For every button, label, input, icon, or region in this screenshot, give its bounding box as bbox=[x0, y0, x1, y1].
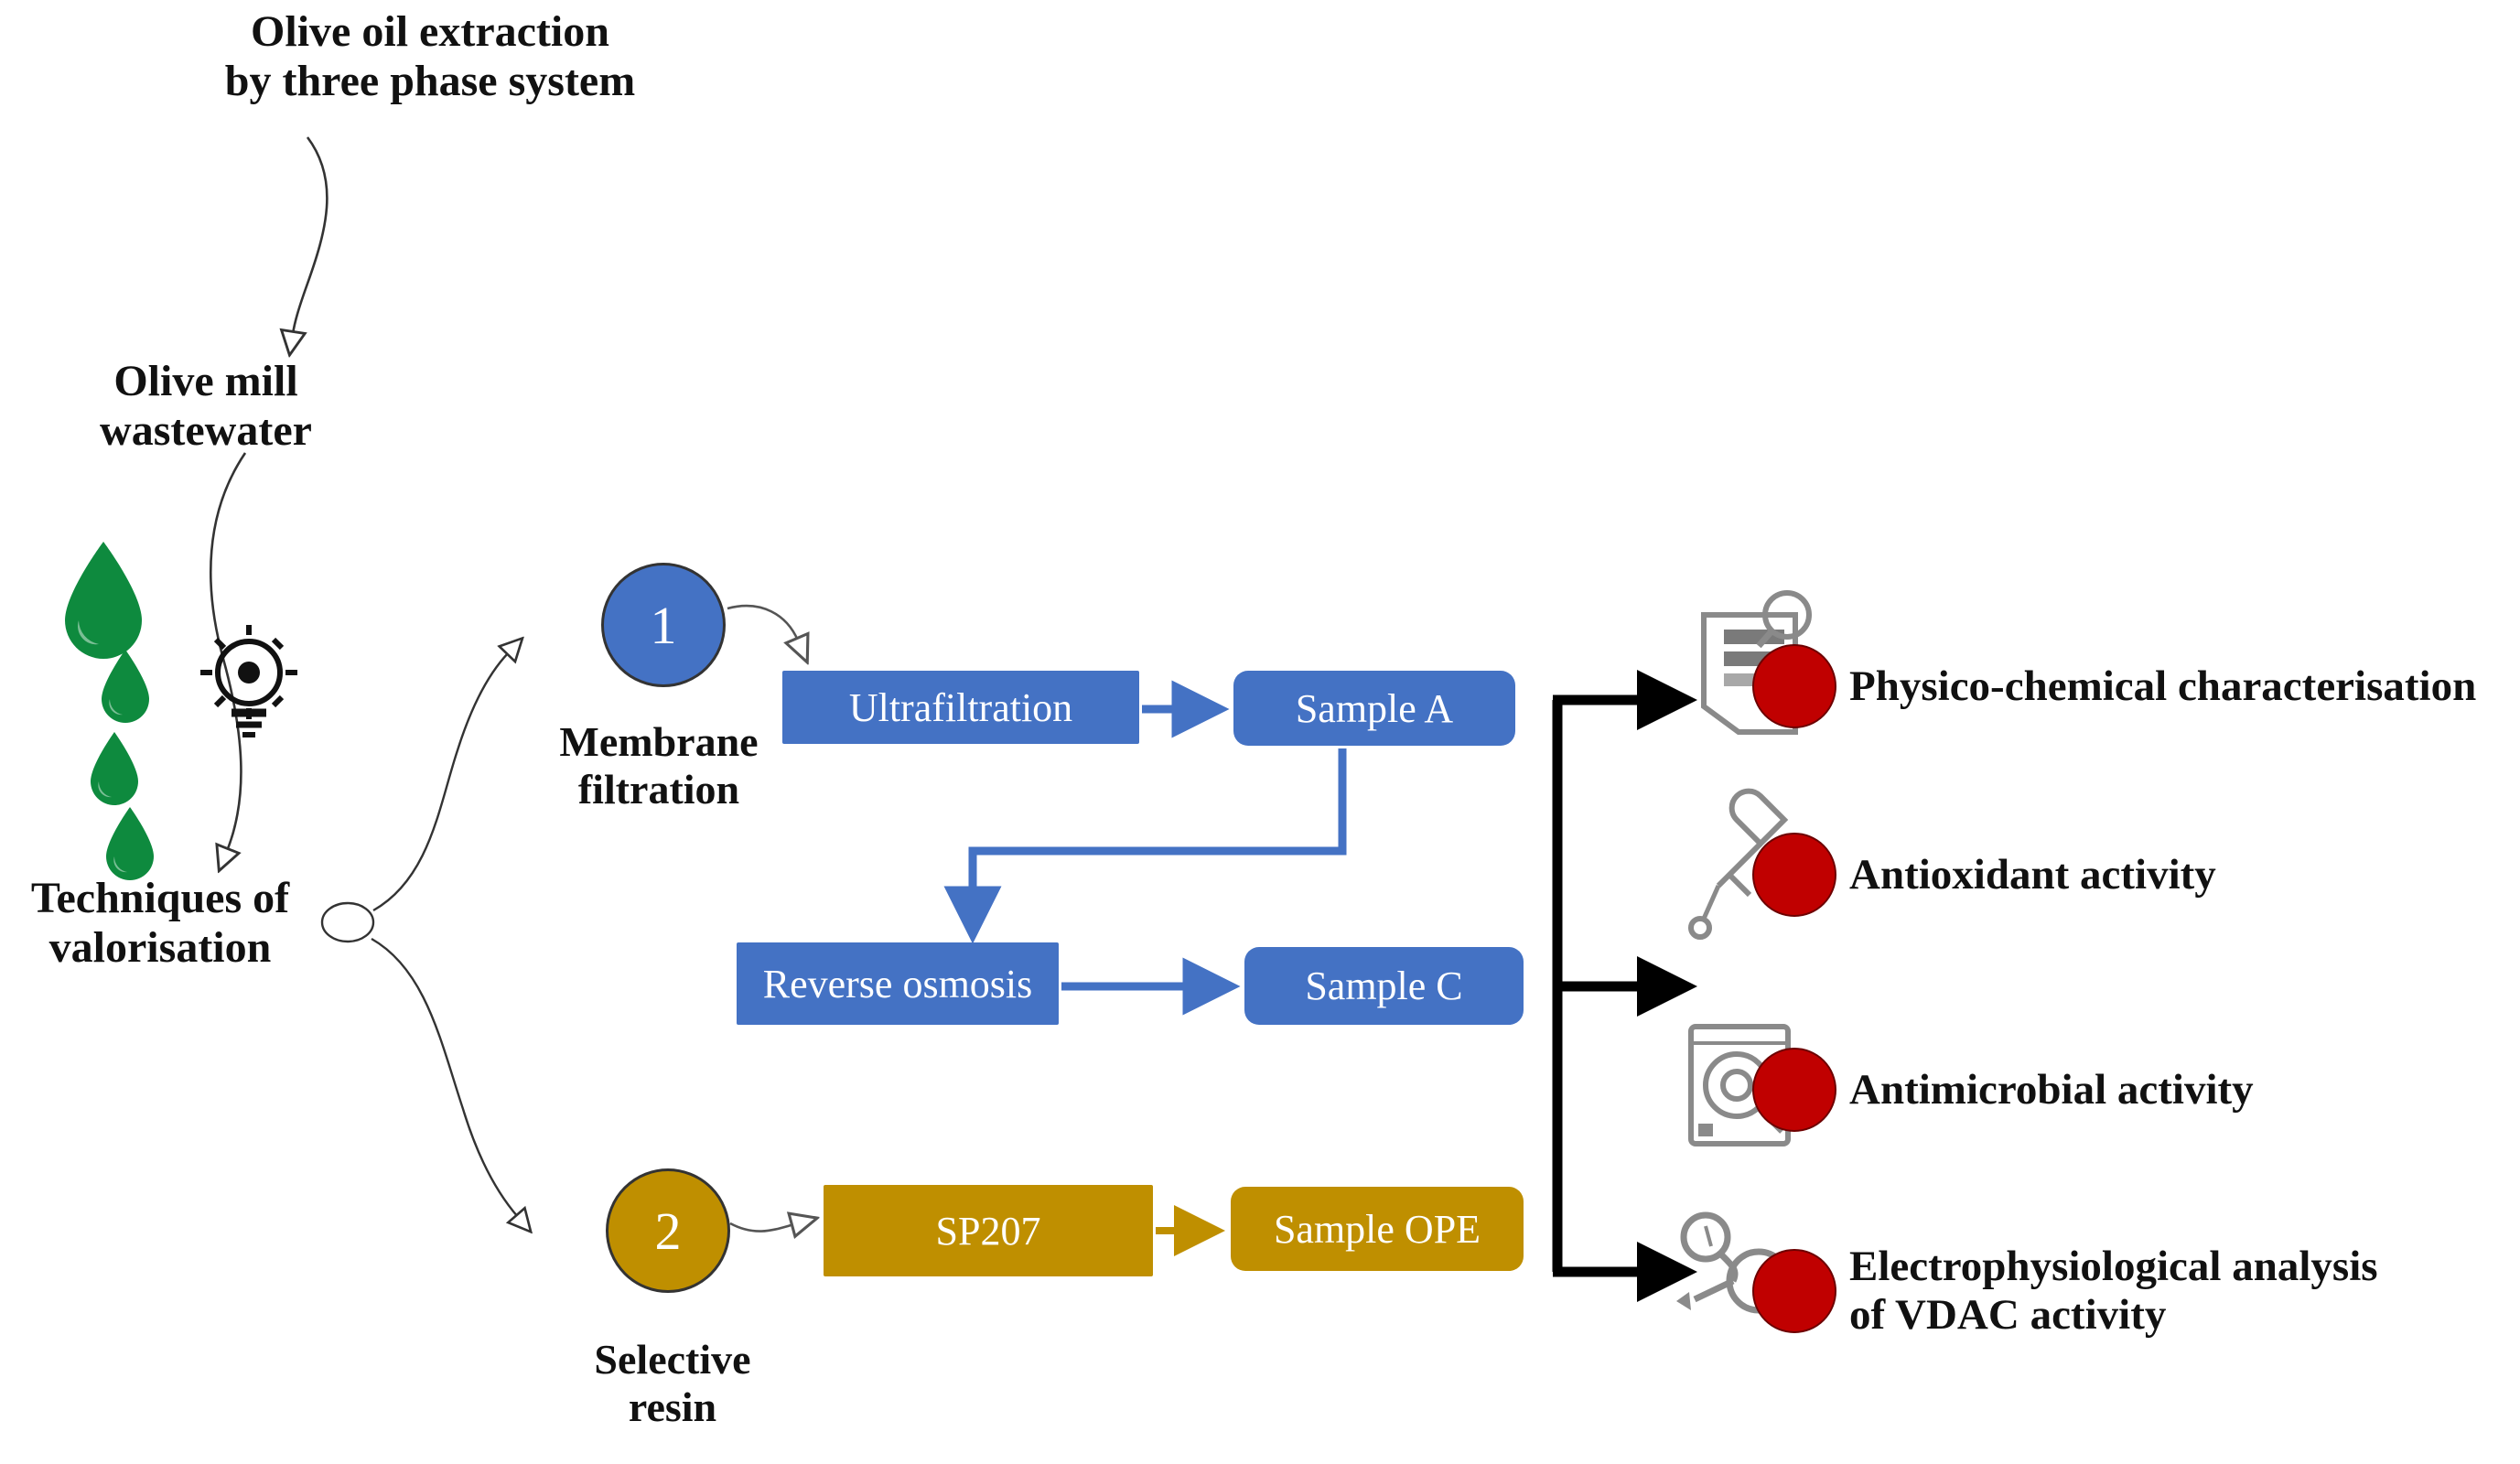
analysis-item-antimicrobial[interactable]: Antimicrobial activity bbox=[1752, 1048, 2254, 1132]
analysis-label: Antioxidant activity bbox=[1849, 850, 2216, 899]
output-box-sample-c[interactable]: Sample C bbox=[1244, 947, 1524, 1025]
arrow-title-to-wastewater bbox=[293, 136, 328, 334]
droplet-icon-4 bbox=[106, 807, 154, 880]
label-olive-mill-wastewater: Olive mill wastewater bbox=[100, 357, 312, 455]
analysis-dot-icon bbox=[1752, 1048, 1836, 1132]
analysis-item-electrophysiological[interactable]: Electrophysiological analysis of VDAC ac… bbox=[1752, 1243, 2378, 1339]
droplet-icon-3 bbox=[91, 732, 138, 805]
analysis-label: Electrophysiological analysis of VDAC ac… bbox=[1849, 1243, 2378, 1339]
analysis-item-antioxidant[interactable]: Antioxidant activity bbox=[1752, 833, 2216, 917]
analysis-label: Physico-chemical characterisation bbox=[1849, 662, 2477, 710]
process-box-reverse-osmosis[interactable]: Reverse osmosis bbox=[737, 942, 1059, 1025]
analysis-item-physico-chemical[interactable]: Physico-chemical characterisation bbox=[1752, 644, 2476, 728]
arrow-sample-a-to-reverse-osmosis bbox=[943, 748, 1347, 944]
arrow-wastewater-to-techniques bbox=[210, 452, 247, 851]
droplet-icon-2 bbox=[102, 650, 149, 723]
output-box-sample-a[interactable]: Sample A bbox=[1233, 671, 1515, 746]
page-title: Olive oil extraction by three phase syst… bbox=[224, 7, 636, 105]
droplet-icon-1 bbox=[65, 542, 142, 659]
label-membrane-filtration: Membrane filtration bbox=[559, 718, 759, 813]
bracket-samples-to-analyses bbox=[1552, 670, 1697, 1302]
branch-number-1[interactable]: 1 bbox=[601, 563, 726, 687]
lightbulb-icon bbox=[200, 625, 297, 737]
analysis-dot-icon bbox=[1752, 644, 1836, 728]
process-box-ultrafiltration[interactable]: Ultrafiltration bbox=[782, 671, 1139, 744]
process-box-sp207[interactable]: SP207 bbox=[824, 1185, 1153, 1276]
analysis-dot-icon bbox=[1752, 833, 1836, 917]
branch-junction bbox=[320, 652, 518, 1217]
analysis-label: Antimicrobial activity bbox=[1849, 1065, 2254, 1114]
connector-circle2-to-sp207 bbox=[729, 1223, 794, 1232]
analysis-dot-icon bbox=[1752, 1248, 1836, 1333]
branch-number-2[interactable]: 2 bbox=[606, 1168, 730, 1293]
connector-circle1-to-ultrafiltration bbox=[727, 604, 798, 640]
label-selective-resin: Selective resin bbox=[594, 1336, 751, 1430]
label-techniques-of-valorisation: Techniques of valorisation bbox=[30, 874, 290, 972]
output-box-sample-ope[interactable]: Sample OPE bbox=[1231, 1187, 1524, 1271]
